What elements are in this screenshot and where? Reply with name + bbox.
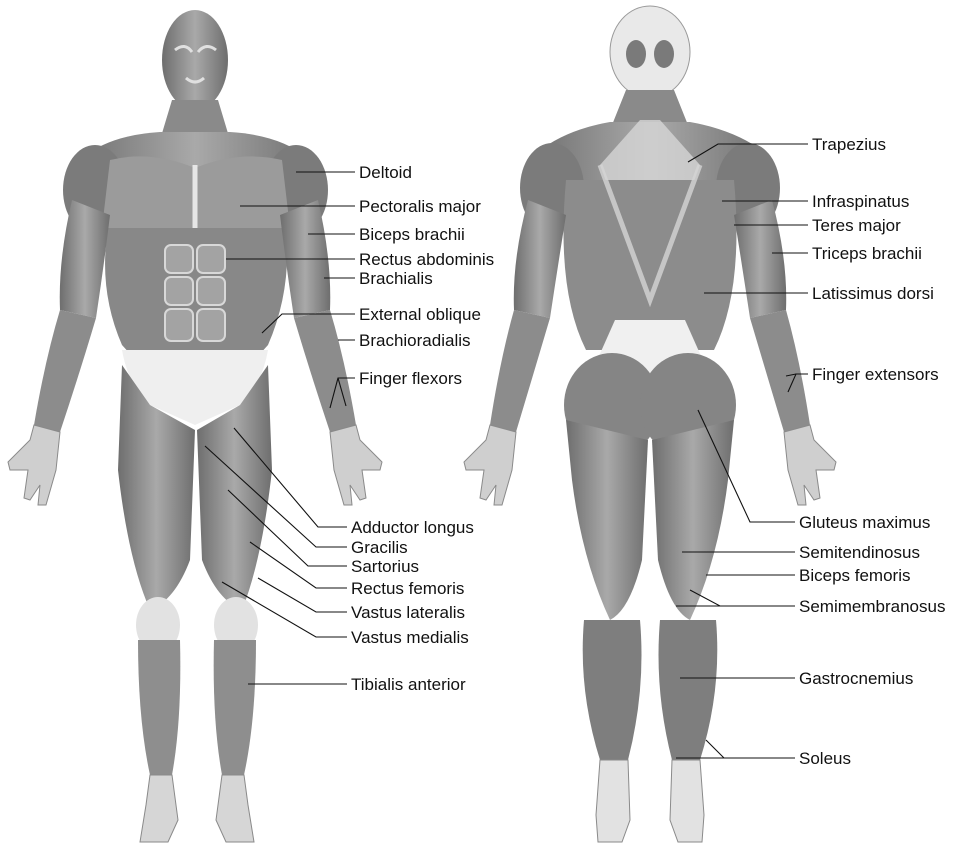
label-deltoid: Deltoid — [359, 163, 412, 182]
label-biceps-brachii: Biceps brachii — [359, 225, 465, 244]
label-semitendinosus: Semitendinosus — [799, 543, 920, 562]
label-finger-flexors: Finger flexors — [359, 369, 462, 388]
label-trapezius: Trapezius — [812, 135, 886, 154]
label-tibialis-anterior: Tibialis anterior — [351, 675, 466, 694]
posterior-left-thigh — [566, 420, 648, 620]
label-vastus-lateralis: Vastus lateralis — [351, 603, 465, 622]
label-finger-extensors: Finger extensors — [812, 365, 939, 384]
posterior-right-thigh — [652, 420, 734, 620]
anterior-left-foot — [140, 775, 178, 842]
anterior-left-forearm — [34, 310, 96, 432]
posterior-right-calf — [659, 620, 718, 760]
posterior-body-figure — [464, 6, 836, 842]
label-rectus-femoris: Rectus femoris — [351, 579, 464, 598]
posterior-left-calf — [583, 620, 642, 760]
label-gastrocnemius: Gastrocnemius — [799, 669, 913, 688]
label-soleus: Soleus — [799, 749, 851, 768]
label-gracilis: Gracilis — [351, 538, 408, 557]
anterior-left-hand — [8, 425, 60, 505]
label-rectus-abdominis: Rectus abdominis — [359, 250, 494, 269]
anterior-left-shin — [138, 640, 180, 775]
label-brachioradialis: Brachioradialis — [359, 331, 471, 350]
label-biceps-femoris: Biceps femoris — [799, 566, 910, 585]
anterior-head — [162, 10, 228, 110]
label-brachialis: Brachialis — [359, 269, 433, 288]
label-triceps-brachii: Triceps brachii — [812, 244, 922, 263]
posterior-right-upper-arm — [734, 200, 786, 318]
posterior-left-hand — [464, 425, 516, 505]
anterior-right-shin — [214, 640, 256, 775]
label-semimembranosus: Semimembranosus — [799, 597, 945, 616]
anterior-right-hand — [330, 425, 382, 505]
label-sartorius: Sartorius — [351, 557, 419, 576]
posterior-left-upper-arm — [514, 200, 566, 318]
label-latissimus-dorsi: Latissimus dorsi — [812, 284, 934, 303]
anterior-left-upper-arm — [60, 200, 110, 318]
label-infraspinatus: Infraspinatus — [812, 192, 909, 211]
anterior-body-figure — [8, 10, 382, 842]
posterior-left-forearm — [490, 310, 550, 432]
label-external-oblique: External oblique — [359, 305, 481, 324]
label-pectoralis-major: Pectoralis major — [359, 197, 481, 216]
posterior-left-foot — [596, 760, 630, 842]
posterior-right-foot — [670, 760, 704, 842]
label-adductor-longus: Adductor longus — [351, 518, 474, 537]
label-teres-major: Teres major — [812, 216, 901, 235]
posterior-head — [610, 6, 690, 98]
label-vastus-medialis: Vastus medialis — [351, 628, 469, 647]
posterior-right-forearm — [750, 310, 810, 432]
posterior-right-hand — [784, 425, 836, 505]
anterior-right-forearm — [294, 310, 356, 432]
anterior-right-foot — [216, 775, 254, 842]
label-gluteus-maximus: Gluteus maximus — [799, 513, 930, 532]
